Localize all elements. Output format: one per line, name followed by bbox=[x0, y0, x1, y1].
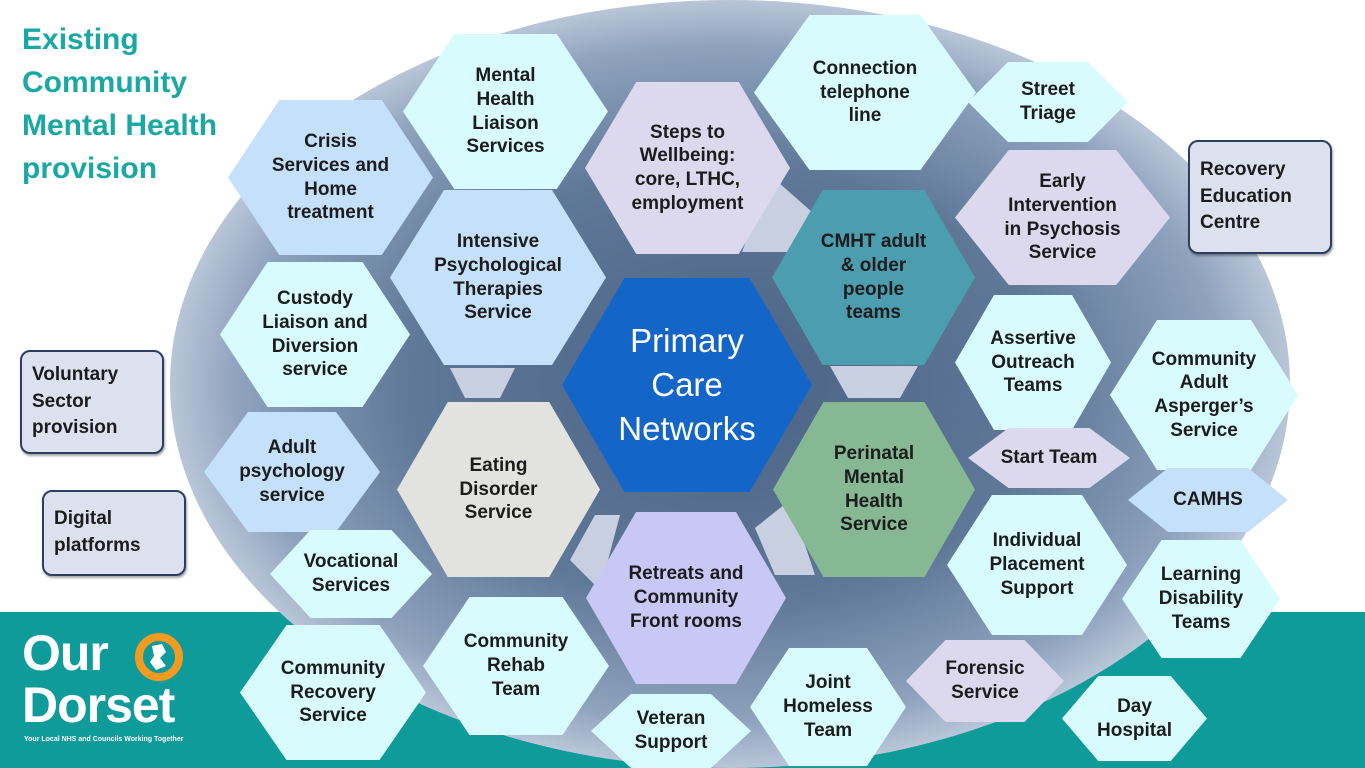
digital-label: Digital platforms bbox=[54, 508, 141, 556]
hex-assertive-outreach: Assertive Outreach Teams bbox=[955, 295, 1111, 430]
ips-label: Individual Placement Support bbox=[989, 530, 1085, 599]
connector-retreats-eating bbox=[570, 515, 620, 590]
connection-label: Connection telephone line bbox=[812, 57, 918, 127]
assertive-label: Assertive Outreach Teams bbox=[990, 327, 1076, 397]
custody-label: Custody Liaison and Diversion service bbox=[262, 288, 368, 381]
asperger-label: Community Adult Asperger’s Service bbox=[1151, 348, 1257, 441]
hex-community-rehab: Community Rehab Team bbox=[423, 597, 609, 735]
hex-learning-disability: Learning Disability Teams bbox=[1122, 540, 1280, 658]
connector-perinatal-retreats bbox=[755, 500, 815, 575]
start-label: Start Team bbox=[1000, 447, 1098, 469]
eating-label: Eating Disorder Service bbox=[459, 454, 538, 524]
logo-word-our: Our bbox=[22, 625, 109, 681]
connector-eating-iapt bbox=[450, 368, 515, 398]
hex-start-team: Start Team bbox=[968, 428, 1130, 488]
comm-recovery-label: Community Recovery Service bbox=[280, 657, 386, 727]
dorset-ring-icon bbox=[135, 633, 183, 681]
logo-word-dorset: Dorset bbox=[22, 677, 175, 733]
street-label: Street Triage bbox=[1020, 79, 1076, 124]
box-voluntary-sector: Voluntary Sector provision bbox=[20, 350, 164, 454]
logo-tagline: Your Local NHS and Councils Working Toge… bbox=[24, 736, 184, 743]
hex-center-primary-care: Primary Care Networks bbox=[562, 278, 812, 492]
hex-perinatal: Perinatal Mental Health Service bbox=[773, 402, 975, 577]
box-recovery-education: Recovery Education Centre bbox=[1188, 140, 1332, 254]
vocational-label: Vocational Services bbox=[303, 551, 399, 596]
hex-community-recovery: Community Recovery Service bbox=[240, 625, 426, 760]
adult-psych-label: Adult psychology service bbox=[239, 437, 345, 506]
camhs-label: CAMHS bbox=[1173, 489, 1243, 511]
eip-label: Early Intervention in Psychosis Service bbox=[1004, 171, 1121, 264]
perinatal-label: Perinatal Mental Health Service bbox=[833, 443, 915, 536]
iapt-label: Intensive Psychological Therapies Servic… bbox=[434, 231, 562, 324]
cmht-label: CMHT adult & older people teams bbox=[820, 231, 927, 324]
day-label: Day Hospital bbox=[1097, 695, 1172, 741]
box-digital-platforms: Digital platforms bbox=[42, 490, 186, 576]
hex-steps-to-wellbeing: Steps to Wellbeing: core, LTHC, employme… bbox=[585, 82, 790, 254]
steps-label: Steps to Wellbeing: core, LTHC, employme… bbox=[631, 121, 744, 214]
mhls-label: Mental Health Liaison Services bbox=[466, 65, 545, 158]
joint-label: Joint Homeless Team bbox=[783, 672, 873, 741]
forensic-label: Forensic Service bbox=[945, 658, 1025, 703]
rehab-label: Community Rehab Team bbox=[463, 631, 569, 700]
page-title: Existing Community Mental Health provisi… bbox=[22, 23, 218, 185]
hex-vocational-services: Vocational Services bbox=[270, 530, 432, 618]
connector-cmht-perinatal bbox=[830, 366, 918, 398]
our-dorset-logo: Our Dorset Your Local NHS and Councils W… bbox=[22, 628, 222, 748]
hex-asperger-service: Community Adult Asperger’s Service bbox=[1110, 320, 1298, 470]
voluntary-label: Voluntary Sector provision bbox=[32, 364, 119, 439]
retreats-label: Retreats and Community Front rooms bbox=[628, 563, 744, 632]
hex-joint-homeless: Joint Homeless Team bbox=[750, 648, 906, 766]
center-label: Primary Care Networks bbox=[618, 322, 756, 447]
recovery-college-label: Recovery Education Centre bbox=[1200, 159, 1292, 234]
ld-label: Learning Disability Teams bbox=[1158, 564, 1244, 633]
connector-steps-cmht bbox=[742, 175, 812, 252]
veteran-label: Veteran Support bbox=[634, 708, 708, 753]
crisis-label: Crisis Services and Home treatment bbox=[271, 131, 390, 224]
